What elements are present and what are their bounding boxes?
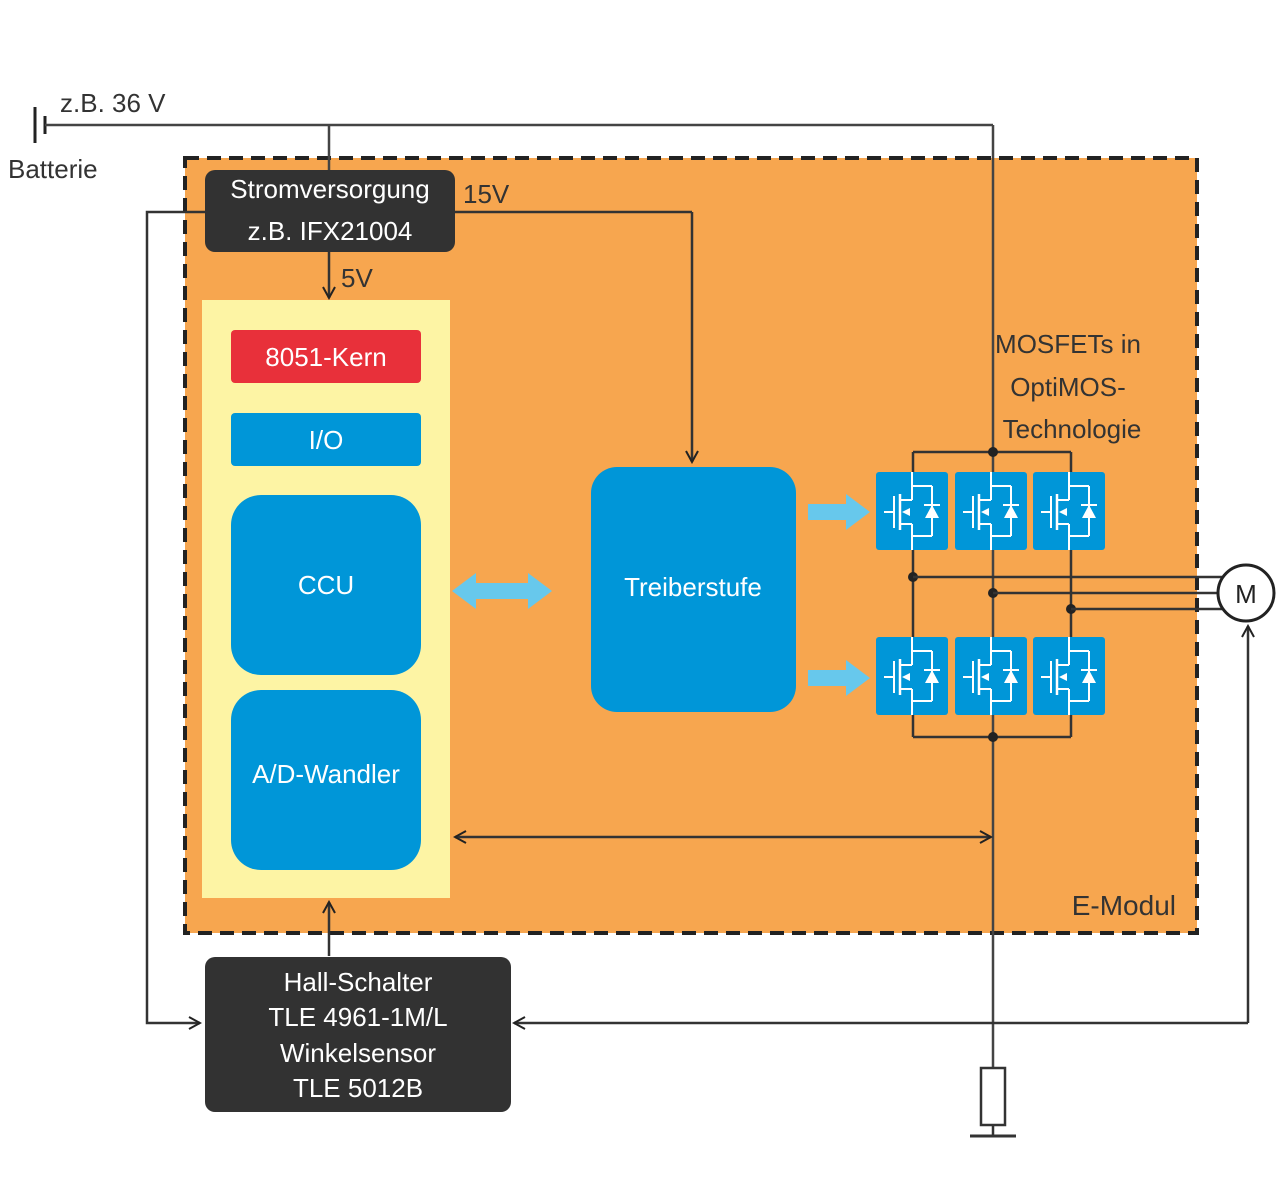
- battery-label: Batterie: [8, 154, 98, 184]
- motor-label: M: [1235, 579, 1257, 609]
- bridge-top-node: [988, 447, 998, 457]
- rail-15v-label: 15V: [463, 179, 510, 209]
- power-supply-box: [205, 170, 455, 252]
- mosfet-low-u: [874, 635, 950, 717]
- power-supply-line2: z.B. IFX21004: [248, 216, 413, 246]
- core-label: 8051-Kern: [265, 342, 386, 372]
- io-label: I/O: [309, 425, 344, 455]
- mosfet-high-w: [1031, 470, 1107, 552]
- motor-symbol: [1216, 563, 1276, 623]
- bridge-bottom-node: [988, 732, 998, 742]
- driver-label: Treiberstufe: [624, 572, 762, 602]
- sensor-line3: Winkelsensor: [280, 1038, 436, 1068]
- mosfet-label-line2: OptiMOS-: [1010, 372, 1126, 402]
- ccu-label: CCU: [298, 570, 354, 600]
- ccu-driver-arrow: [452, 573, 552, 609]
- mosfet-high-v: [953, 470, 1029, 552]
- sensor-line4: TLE 5012B: [293, 1073, 423, 1103]
- driver-low-arrow: [808, 660, 870, 696]
- mosfet-low-w: [1031, 635, 1107, 717]
- shunt-resistor: [979, 1066, 1007, 1127]
- mosfet-label-line1: MOSFETs in: [995, 329, 1141, 359]
- core-block: [231, 330, 421, 383]
- supply-to-sensor-line: [145, 210, 205, 1023]
- io-block: [231, 413, 421, 466]
- rail-5v-label: 5V: [341, 263, 373, 293]
- driver-block: [591, 467, 796, 712]
- power-supply-line1: Stromversorgung: [230, 174, 429, 204]
- e-module-label: E-Modul: [1072, 890, 1176, 921]
- sensor-line2: TLE 4961-1M/L: [268, 1002, 447, 1032]
- mosfet-high-u: [874, 470, 950, 552]
- battery-voltage: z.B. 36 V: [60, 88, 166, 118]
- mosfet-label-line3: Technologie: [1003, 414, 1142, 444]
- adc-block: [231, 690, 421, 870]
- ccu-block: [231, 495, 421, 675]
- sensor-line1: Hall-Schalter: [284, 967, 433, 997]
- mosfet-low-v: [953, 635, 1029, 717]
- adc-label: A/D-Wandler: [252, 759, 400, 789]
- driver-high-arrow: [808, 494, 870, 530]
- sensor-box: [205, 957, 511, 1112]
